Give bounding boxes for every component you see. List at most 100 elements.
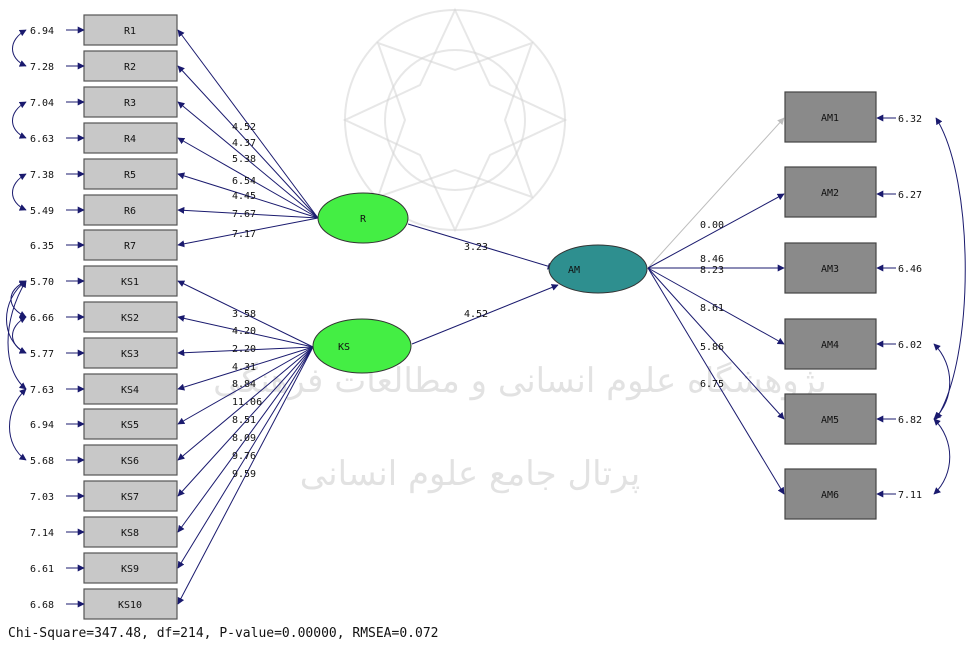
indicator-label-ks6: KS6 [121, 456, 139, 467]
latent-r [317, 192, 409, 244]
indicator-label-ks9: KS9 [121, 564, 139, 575]
error-value-r4: 6.63 [30, 134, 54, 145]
error-value-r2: 7.28 [30, 62, 54, 73]
indicator-box-am2 [784, 166, 877, 218]
indicator-label-am2: AM2 [821, 188, 839, 199]
error-value-ks6: 5.68 [30, 456, 54, 467]
indicator-box-am5 [784, 393, 877, 445]
loading-value-ks4: 4.31 [232, 362, 256, 373]
error-value-r3: 7.04 [30, 98, 54, 109]
ks-error-terms: 5.70 6.66 5.77 7.63 6.94 5.68 7.03 7.14 … [30, 277, 85, 611]
loading-value-ks1: 3.58 [232, 309, 256, 320]
indicator-label-r7: R7 [124, 241, 136, 252]
indicator-label-r6: R6 [124, 206, 136, 217]
latent-ks [312, 318, 412, 374]
indicator-box-r5 [83, 158, 178, 190]
indicator-box-ks5 [83, 408, 178, 440]
am-indicators: AM1 AM2 AM3 AM4 AM5 AM6 [784, 91, 877, 520]
loading-value-r3: 5.38 [232, 154, 256, 165]
error-value-ks2: 6.66 [30, 313, 54, 324]
error-value-r6: 5.49 [30, 206, 54, 217]
indicator-label-r4: R4 [124, 134, 136, 145]
path-value-ks-am: 4.52 [464, 309, 488, 320]
latent-label-r: R [360, 214, 367, 225]
indicator-label-r2: R2 [124, 62, 136, 73]
indicator-box-r6 [83, 194, 178, 226]
path-value-r-am: 3.23 [464, 242, 488, 253]
error-value-am3: 6.46 [898, 264, 922, 275]
indicator-box-am1 [784, 91, 877, 143]
r-indicators: R1 R2 R3 R4 R5 R6 R7 [83, 14, 178, 261]
error-value-am6: 7.11 [898, 490, 922, 501]
indicator-label-ks3: KS3 [121, 349, 139, 360]
loading-value-am3: 8.23 [700, 265, 724, 276]
indicator-label-r3: R3 [124, 98, 136, 109]
indicator-label-ks5: KS5 [121, 420, 139, 431]
r-loading-values: 4.52 4.37 5.38 6.54 4.45 7.67 7.17 [232, 122, 256, 240]
error-value-ks5: 6.94 [30, 420, 54, 431]
ks-indicators: KS1 KS2 KS3 KS4 KS5 KS6 KS7 KS8 KS9 KS10 [83, 265, 178, 620]
loading-value-r4: 6.54 [232, 176, 256, 187]
indicator-label-am1: AM1 [821, 113, 839, 124]
error-value-r7: 6.35 [30, 241, 54, 252]
indicator-box-ks2 [83, 301, 178, 333]
error-value-am4: 6.02 [898, 340, 922, 351]
loading-value-am6: 6.75 [700, 379, 724, 390]
indicator-box-ks6 [83, 444, 178, 476]
am-loading-values: 0.00 8.46 8.23 8.61 5.86 6.75 [700, 220, 724, 390]
loading-value-ks9: 9.76 [232, 451, 256, 462]
structural-paths: 3.23 4.52 [407, 223, 559, 345]
error-value-am5: 6.82 [898, 415, 922, 426]
error-value-ks8: 7.14 [30, 528, 54, 539]
indicator-label-ks1: KS1 [121, 277, 139, 288]
loading-value-r5: 4.45 [232, 191, 256, 202]
loading-value-am5: 5.86 [700, 342, 724, 353]
loading-value-am1: 0.00 [700, 220, 724, 231]
indicator-box-ks8 [83, 516, 178, 548]
indicator-box-r4 [83, 122, 178, 154]
error-value-ks3: 5.77 [30, 349, 54, 360]
error-value-am1: 6.32 [898, 114, 922, 125]
loading-value-ks6: 11.06 [232, 397, 262, 408]
loading-value-r2: 4.37 [232, 138, 256, 149]
loading-value-ks5: 8.84 [232, 379, 256, 390]
loading-value-ks3: 2.20 [232, 344, 256, 355]
latent-label-ks: KS [338, 342, 350, 353]
indicator-box-am4 [784, 318, 877, 370]
loading-value-r1: 4.52 [232, 122, 256, 133]
loading-value-r7: 7.17 [232, 229, 256, 240]
loading-value-r6: 7.67 [232, 209, 256, 220]
error-value-am2: 6.27 [898, 190, 922, 201]
indicator-label-r5: R5 [124, 170, 136, 181]
indicator-label-ks8: KS8 [121, 528, 139, 539]
ks-loading-arrows [177, 280, 314, 605]
watermark-emblem [342, 7, 568, 233]
loading-value-ks10: 9.59 [232, 469, 256, 480]
r-loading-arrows [177, 29, 319, 248]
error-value-ks4: 7.63 [30, 385, 54, 396]
am-loading-arrows [647, 117, 785, 495]
watermark-line-2: پرتال جامع علوم انسانی [300, 454, 640, 494]
indicator-label-am3: AM3 [821, 264, 839, 275]
error-value-ks9: 6.61 [30, 564, 54, 575]
error-value-r5: 7.38 [30, 170, 54, 181]
indicator-box-r1 [83, 14, 178, 46]
error-value-r1: 6.94 [30, 26, 54, 37]
indicator-box-am3 [784, 242, 877, 294]
indicator-box-ks4 [83, 373, 178, 405]
error-value-ks1: 5.70 [30, 277, 54, 288]
latent-label-am: AM [568, 265, 580, 276]
left-error-covariances [6, 29, 27, 461]
error-value-ks7: 7.03 [30, 492, 54, 503]
indicator-box-ks1 [83, 265, 178, 297]
right-error-covariances [933, 117, 966, 495]
indicator-label-r1: R1 [124, 26, 136, 37]
loading-value-am4: 8.61 [700, 303, 724, 314]
indicator-label-am4: AM4 [821, 340, 839, 351]
indicator-label-ks7: KS7 [121, 492, 139, 503]
indicator-label-ks10: KS10 [118, 600, 142, 611]
indicator-label-ks4: KS4 [121, 385, 139, 396]
loading-value-am2: 8.46 [700, 254, 724, 265]
indicator-box-r7 [83, 229, 178, 261]
